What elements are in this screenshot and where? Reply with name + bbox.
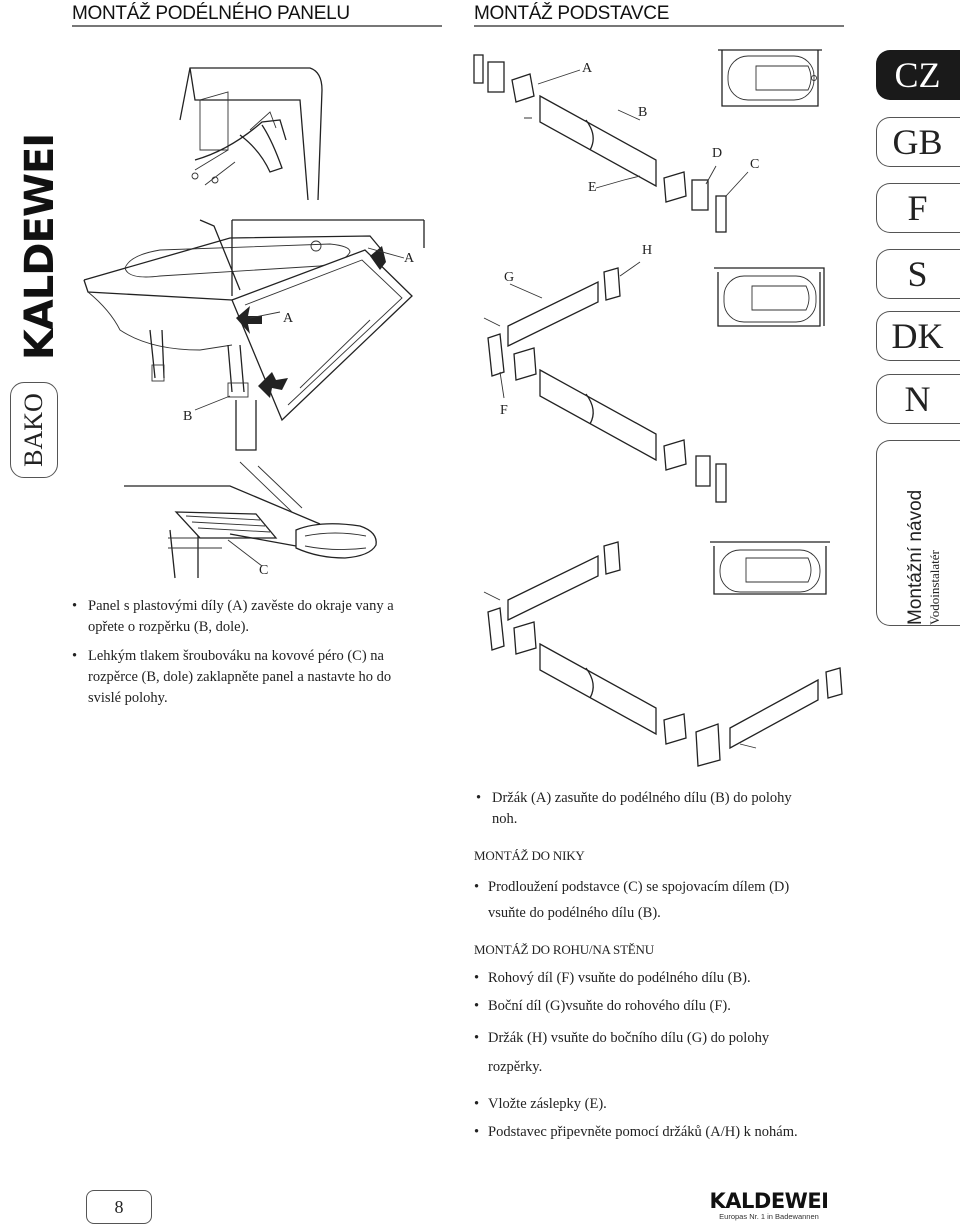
right-title-rule: [474, 25, 844, 27]
final-item-2-text: Podstavec připevněte pomocí držáků (A/H)…: [488, 1124, 798, 1140]
manual-side-tab: Montážní návod Vodoinstalatér: [876, 440, 960, 626]
bullet-icon: •: [474, 1124, 480, 1140]
final-item-1: • Vložte záslepky (E).: [474, 1094, 854, 1115]
left-instruction-1-line1: Panel s plastovými díly (A) zavěste do o…: [88, 598, 394, 614]
corner-item-3-line2: rozpěrky.: [488, 1059, 543, 1075]
footer-logo-text: KALDEWEI: [709, 1189, 829, 1213]
niche-instruction-line2: vsuňte do podélného dílu (B).: [488, 905, 661, 921]
tab-cz-label: CZ: [894, 55, 941, 95]
holder-instruction-line2: noh.: [492, 811, 518, 827]
bullet-icon: •: [474, 970, 480, 986]
detail-main-bath: [83, 219, 425, 451]
bullet-icon: •: [72, 598, 78, 614]
left-instruction-2-line2: rozpěrce (B, dole) zaklapněte panel a na…: [88, 669, 392, 685]
wall-assembly: [483, 541, 843, 767]
bath-plan-mid: [714, 267, 825, 327]
label-right-d: D: [712, 146, 722, 161]
tab-dk[interactable]: DK: [876, 311, 960, 361]
left-instruction-2-line3: svislé polohy.: [88, 690, 168, 706]
label-right-h: H: [642, 243, 652, 258]
niche-instruction: • Prodloužení podstavce (C) se spojovací…: [474, 874, 854, 926]
footer-logo: KALDEWEI Europas Nr. 1 in Badewannen: [704, 1190, 834, 1222]
tab-gb-label: GB: [892, 122, 943, 162]
tab-s[interactable]: S: [876, 249, 960, 299]
product-tab: BAKO: [10, 382, 58, 478]
corner-assembly: [483, 261, 727, 503]
tab-s-label: S: [907, 254, 928, 294]
label-right-f: F: [500, 403, 508, 418]
label-left-b: B: [183, 409, 192, 424]
left-instruction-1-line2: opřete o rozpěrku (B, dole).: [88, 619, 250, 635]
corner-heading: MONTÁŽ DO ROHU/NA STĚNU: [474, 942, 654, 957]
corner-item-2-text: Boční díl (G)vsuňte do rohového dílu (F)…: [488, 998, 731, 1014]
label-right-b: B: [638, 105, 647, 120]
corner-item-1-text: Rohový díl (F) vsuňte do podélného dílu …: [488, 970, 751, 986]
corner-item-3-line1: Držák (H) vsuňte do bočního dílu (G) do …: [488, 1030, 770, 1046]
left-instruction-1: • Panel s plastovými díly (A) zavěste do…: [72, 596, 432, 638]
right-section-title: MONTÁŽ PODSTAVCE: [474, 3, 670, 24]
label-left-a1: A: [404, 251, 415, 266]
holder-instruction-line1: Držák (A) zasuňte do podélného dílu (B) …: [492, 790, 792, 806]
detail-clip-screwdriver: [124, 461, 377, 579]
bath-plan-top: [718, 49, 822, 107]
bullet-icon: •: [72, 648, 78, 664]
tab-n[interactable]: N: [876, 374, 960, 424]
tab-f[interactable]: F: [876, 183, 960, 233]
corner-item-1: • Rohový díl (F) vsuňte do podélného díl…: [474, 968, 854, 989]
page-number-box: 8: [86, 1190, 152, 1224]
label-right-a: A: [582, 61, 593, 76]
tab-dk-label: DK: [891, 316, 944, 356]
left-section-title: MONTÁŽ PODÉLNÉHO PANELU: [72, 3, 350, 24]
left-instruction-2-line1: Lehkým tlakem šroubováku na kovové péro …: [88, 648, 384, 664]
label-left-c: C: [259, 563, 268, 578]
final-item-1-text: Vložte záslepky (E).: [488, 1096, 607, 1112]
label-right-c: C: [750, 157, 759, 172]
tab-gb[interactable]: GB: [876, 117, 960, 167]
bullet-icon: •: [474, 1030, 480, 1046]
left-instruction-2: • Lehkým tlakem šroubováku na kovové pér…: [72, 646, 432, 709]
label-left-a2: A: [283, 311, 294, 326]
bath-plan-bottom: [710, 541, 830, 595]
holder-instruction: • Držák (A) zasuňte do podélného dílu (B…: [476, 788, 856, 830]
tab-n-label: N: [904, 379, 931, 419]
bullet-icon: •: [476, 790, 482, 806]
final-item-2: • Podstavec připevněte pomocí držáků (A/…: [474, 1122, 854, 1143]
niche-heading: MONTÁŽ DO NIKY: [474, 848, 585, 863]
tab-cz[interactable]: CZ: [876, 50, 960, 100]
corner-item-2: • Boční díl (G)vsuňte do rohového dílu (…: [474, 996, 854, 1017]
detail-top: [179, 67, 323, 201]
left-title-rule: [72, 25, 442, 27]
niche-assembly: [473, 54, 749, 233]
footer-tagline: Europas Nr. 1 in Badewannen: [719, 1212, 819, 1221]
label-right-e: E: [588, 180, 597, 195]
corner-item-3: • Držák (H) vsuňte do bočního dílu (G) d…: [474, 1024, 854, 1082]
bullet-icon: •: [474, 879, 480, 895]
label-right-g: G: [504, 270, 514, 285]
niche-instruction-line1: Prodloužení podstavce (C) se spojovacím …: [488, 879, 790, 895]
bullet-icon: •: [474, 998, 480, 1014]
tab-f-label: F: [907, 188, 928, 228]
bullet-icon: •: [474, 1096, 480, 1112]
page-number: 8: [114, 1196, 124, 1217]
